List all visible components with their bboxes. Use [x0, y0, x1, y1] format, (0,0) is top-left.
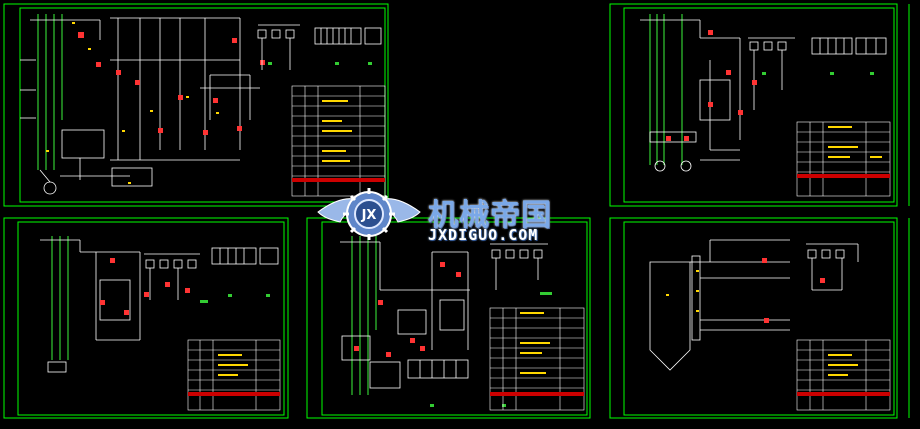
sheet-4-border: [321, 221, 588, 416]
sheet-2-border: [623, 7, 895, 203]
sheet-frames: [3, 3, 910, 419]
watermark-subtitle: JXDIGUO.COM: [428, 226, 539, 244]
sheet-2-circuit: [640, 14, 891, 197]
sheet-3-circuit: [40, 236, 281, 411]
sheet-5-frame: [609, 217, 898, 419]
sheet-3-frame: [3, 217, 289, 419]
gear-wings-logo-icon: JX: [317, 188, 421, 240]
sheet-4-frame: [306, 217, 591, 419]
sheet-5-border: [623, 221, 895, 416]
sheet-1-border: [19, 7, 386, 203]
sheet-4-circuit: [340, 236, 585, 411]
watermark-title: 机械帝国: [428, 198, 552, 233]
sheet-5-circuit: [649, 239, 891, 411]
sheet-1-circuit: [20, 14, 386, 197]
sheet-1-frame: [3, 3, 389, 207]
sheet-2-frame: [609, 3, 898, 207]
sheet-3-border: [17, 221, 285, 416]
svg-text:JX: JX: [361, 208, 377, 223]
